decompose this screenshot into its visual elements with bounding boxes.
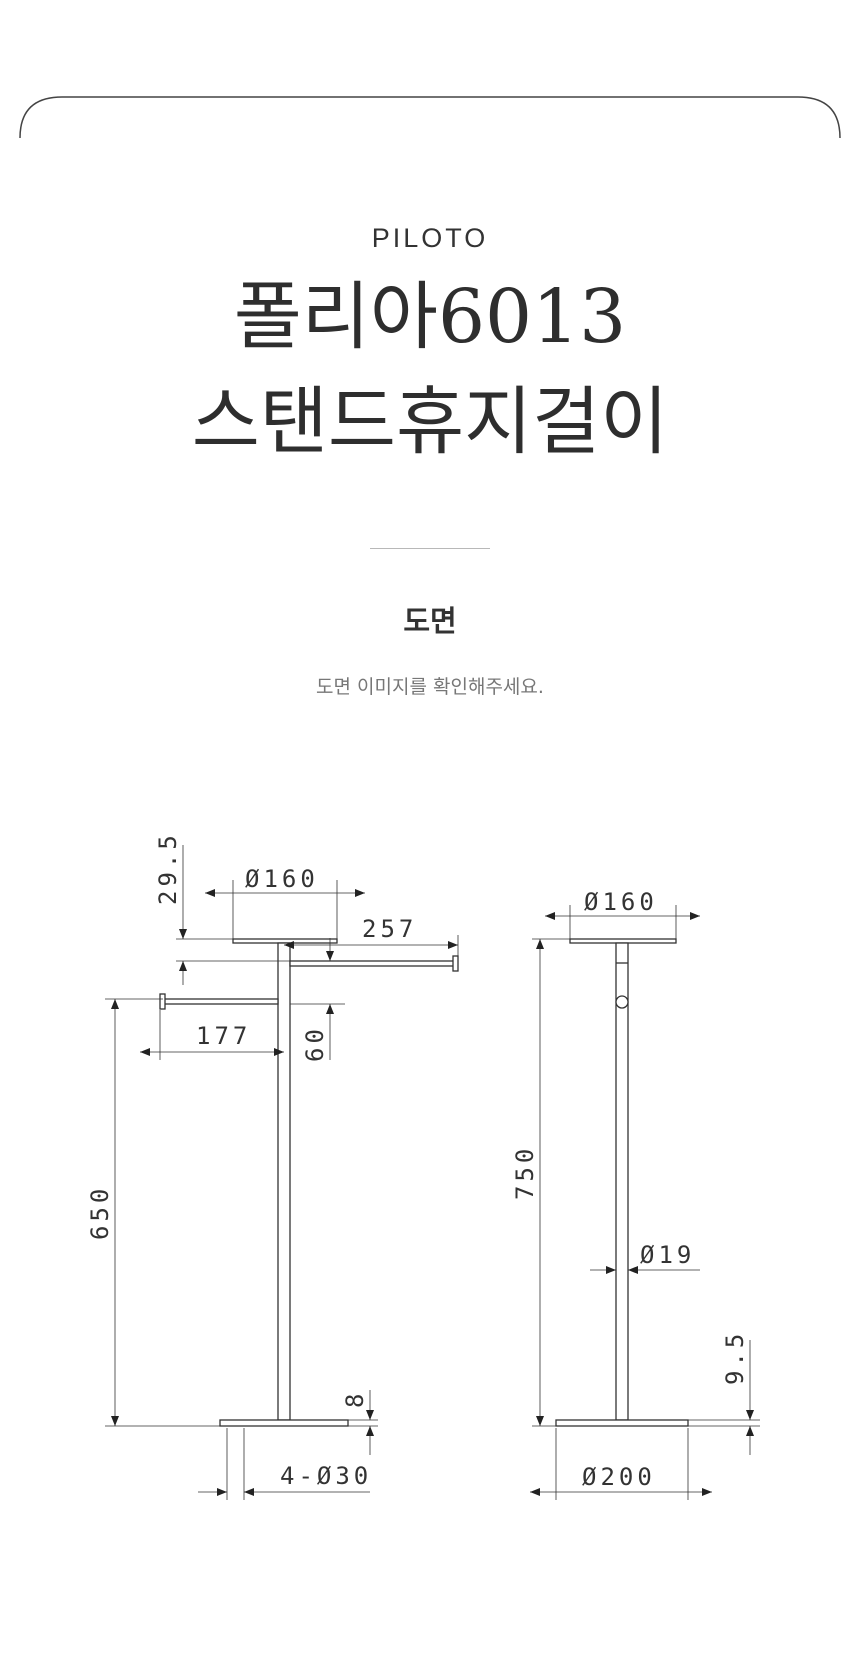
side-view-labels: Ø160 750 Ø19 9.5 Ø200 [511,888,749,1491]
front-right-arm [289,960,456,967]
side-arm-joint [615,995,629,1009]
technical-drawing: Ø160 29.5 257 60 177 650 8 4-Ø30 [86,831,760,1500]
label-base-thickness: 8 [341,1390,369,1408]
product-title-line1: 폴리아6013 [233,274,627,360]
brand-name: PILOTO [371,223,489,253]
label-base-diameter: Ø200 [582,1463,656,1491]
label-base-feet: 4-Ø30 [280,1462,372,1490]
label-top-plate-diameter: Ø160 [245,865,319,893]
front-view [105,845,459,1500]
top-frame-arc [19,96,841,139]
label-left-arm-length: 177 [196,1022,251,1050]
label-arm-spacing: 60 [301,1025,329,1062]
section-title: 도면 [403,604,457,638]
side-view [530,905,760,1500]
label-arm-height: 650 [86,1185,114,1240]
label-top-plate-height: 29.5 [154,831,182,905]
front-view-labels: Ø160 29.5 257 60 177 650 8 4-Ø30 [86,831,417,1490]
label-right-arm-length: 257 [362,915,417,943]
front-pole [277,942,291,1421]
side-pole [615,942,629,1421]
label-total-height: 750 [511,1145,539,1200]
front-left-arm [162,998,279,1005]
side-base [555,1419,689,1427]
section-description: 도면 이미지를 확인해주세요. [316,676,544,698]
label-base-height: 9.5 [721,1330,749,1385]
title-divider [370,548,490,549]
product-title-line2: 스탠드휴지걸이 [191,379,669,465]
front-base [219,1419,349,1427]
label-pole-diameter: Ø19 [640,1241,695,1269]
label-side-top-plate-diameter: Ø160 [584,888,658,916]
